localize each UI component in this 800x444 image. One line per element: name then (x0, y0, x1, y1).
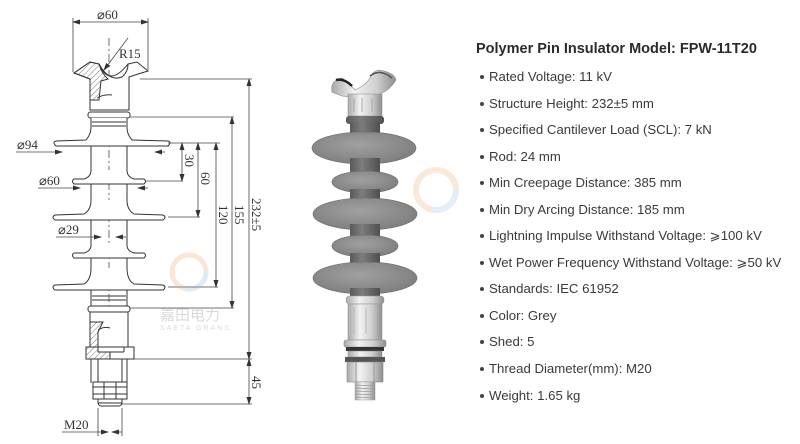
spec-item-rated-voltage: Rated Voltage: 11 kV (476, 69, 796, 85)
spec-label: Shed: 5 (489, 334, 535, 350)
watermark-subtext: SAETA GRANS (160, 325, 231, 332)
bullet-icon (480, 367, 484, 372)
spec-label: Rated Voltage: 11 kV (489, 69, 612, 84)
bullet-icon (480, 340, 484, 345)
spec-item-weight: Weight: 1.65 kg (476, 388, 796, 404)
dim-60: 60 (198, 172, 213, 185)
spec-item-thread-diameter: Thread Diameter(mm): M20 (476, 361, 796, 377)
spec-label: Structure Height: 232±5 mm (489, 95, 654, 111)
product-photo (290, 50, 460, 420)
spec-item-cantilever-load: Specified Cantilever Load (SCL): 7 kN (476, 122, 796, 138)
bullet-icon (480, 234, 484, 239)
spec-item-structure-height: Structure Height: 232±5 mm (476, 96, 796, 112)
spec-item-color: Color: Grey (476, 308, 796, 324)
bullet-icon (480, 128, 484, 133)
bullet-icon (480, 75, 484, 79)
spec-label: Rod: 24 mm (489, 148, 561, 164)
insulator-dimension-drawing: ⌀60 R15 ⌀94 ⌀60 ⌀29 M20 30 60 120 155 23… (16, 7, 264, 436)
dim-small-shed-diameter: ⌀60 (39, 173, 60, 188)
dim-45: 45 (249, 376, 264, 389)
dim-thread: M20 (64, 417, 89, 432)
bullet-icon (480, 287, 484, 292)
spec-item-shed: Shed: 5 (476, 334, 796, 350)
spec-label: Wet Power Frequency Withstand Voltage: ⩾… (489, 254, 782, 270)
bullet-icon (480, 393, 484, 398)
spec-item-standards: Standards: IEC 61952 (476, 281, 796, 297)
dim-232: 232±5 (249, 198, 264, 231)
spec-item-creepage: Min Creepage Distance: 385 mm (476, 175, 796, 191)
watermark-logo-icon (169, 252, 209, 292)
watermark-text: 嘉田电力 (160, 307, 220, 324)
spec-label: Min Creepage Distance: 385 mm (489, 175, 682, 191)
dim-radius: R15 (119, 46, 141, 61)
spec-list: Rated Voltage: 11 kV Structure Height: 2… (476, 69, 796, 404)
specifications-panel: Polymer Pin Insulator Model: FPW-11T20 R… (476, 41, 796, 414)
dim-core-diameter: ⌀29 (58, 222, 79, 237)
spec-label: Color: Grey (489, 307, 557, 323)
spec-item-wet-power-frequency: Wet Power Frequency Withstand Voltage: ⩾… (476, 255, 796, 271)
spec-item-arcing: Min Dry Arcing Distance: 185 mm (476, 202, 796, 218)
spec-title: Polymer Pin Insulator Model: FPW-11T20 (476, 41, 757, 57)
dim-120: 120 (216, 205, 231, 225)
dim-155: 155 (232, 205, 247, 225)
spec-item-lightning-impulse: Lightning Impulse Withstand Voltage: ⩾10… (476, 228, 796, 244)
spec-item-rod: Rod: 24 mm (476, 149, 796, 165)
spec-label: Weight: 1.65 kg (489, 387, 581, 403)
bullet-icon (480, 207, 484, 212)
dim-large-shed-diameter: ⌀94 (17, 137, 38, 152)
dim-30: 30 (182, 154, 197, 167)
bullet-icon (480, 260, 484, 265)
bullet-icon (480, 313, 484, 318)
spec-label: Specified Cantilever Load (SCL): 7 kN (489, 122, 712, 138)
bullet-icon (480, 181, 484, 186)
spec-label: Thread Diameter(mm): M20 (489, 361, 652, 377)
spec-label: Lightning Impulse Withstand Voltage: ⩾10… (489, 228, 762, 244)
watermark-logo-icon (413, 167, 459, 213)
spec-label: Standards: IEC 61952 (489, 281, 619, 297)
technical-drawing: ⌀60 R15 ⌀94 ⌀60 ⌀29 M20 30 60 120 155 23… (0, 0, 290, 444)
insulator-photo (311, 69, 459, 401)
bullet-icon (480, 101, 484, 106)
bullet-icon (480, 154, 484, 159)
spec-label: Min Dry Arcing Distance: 185 mm (489, 201, 685, 217)
dim-top-diameter: ⌀60 (97, 7, 118, 22)
